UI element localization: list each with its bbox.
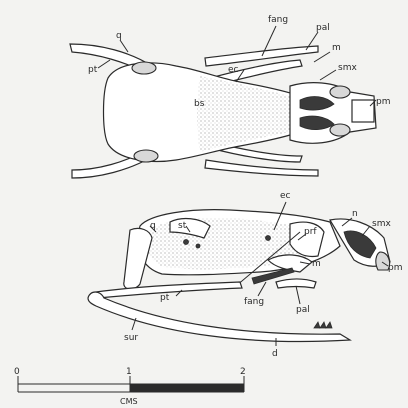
label-line-pal-lateral xyxy=(296,286,300,304)
label-line-fang-lateral xyxy=(258,282,266,296)
lateral-label-ec: ec xyxy=(280,191,291,201)
lateral-teeth xyxy=(314,322,332,328)
dorsal-joint-upper xyxy=(132,62,156,74)
lateral-label-d: d xyxy=(272,349,278,359)
lateral-label-sur: sur xyxy=(124,333,138,343)
lateral-label-q: q xyxy=(150,221,156,231)
scale-unit: CMS xyxy=(120,397,138,406)
lateral-label-pt: pt xyxy=(160,293,170,303)
lateral-label-pal: pal xyxy=(296,305,310,315)
lateral-foramen-3 xyxy=(266,236,271,241)
scale-label-1: 1 xyxy=(126,367,132,377)
label-line-pt xyxy=(98,60,110,68)
lateral-label-m: m xyxy=(312,259,321,269)
lateral-label-pm: pm xyxy=(388,263,402,273)
dorsal-septomaxilla-lower xyxy=(330,124,350,136)
label-line-m xyxy=(314,52,330,62)
dorsal-label-ec: ec xyxy=(228,65,239,75)
dorsal-joint-lower xyxy=(134,150,158,162)
dorsal-label-bs: bs xyxy=(194,99,205,109)
lateral-foramen-2 xyxy=(196,244,200,248)
lateral-label-fang: fang xyxy=(244,297,264,307)
scale-label-0: 0 xyxy=(14,367,20,377)
scale-label-2: 2 xyxy=(240,367,246,377)
dorsal-label-fang: fang xyxy=(268,15,288,25)
dorsal-label-q: q xyxy=(116,31,122,41)
label-line-smx xyxy=(320,70,336,80)
label-line-q xyxy=(120,40,128,52)
lateral-foramen-1 xyxy=(184,240,189,245)
dorsal-view: q pt fang pal m ec smx bs pm xyxy=(70,15,390,178)
scale-bar: 0 1 2 CMS xyxy=(14,367,246,406)
dorsal-label-pt: pt xyxy=(88,65,98,75)
lateral-label-n: n xyxy=(352,209,358,219)
dorsal-label-pal: pal xyxy=(316,23,330,33)
scale-bar-filled-segment xyxy=(130,384,244,392)
dorsal-label-pm: pm xyxy=(376,97,390,107)
lateral-label-prf: prf xyxy=(304,227,317,237)
lateral-label-smx: smx xyxy=(372,219,391,229)
lateral-view: ec q st prf n smx pm m pt fang pal sur d xyxy=(88,191,402,359)
lateral-label-st: st xyxy=(178,221,187,231)
dorsal-maxilla-lower xyxy=(205,160,318,176)
dorsal-label-smx: smx xyxy=(338,63,357,73)
dorsal-label-m: m xyxy=(332,43,341,53)
dorsal-septomaxilla-upper xyxy=(330,86,350,98)
dorsal-premaxilla xyxy=(352,100,374,122)
dorsal-braincase-stipple xyxy=(197,76,290,152)
